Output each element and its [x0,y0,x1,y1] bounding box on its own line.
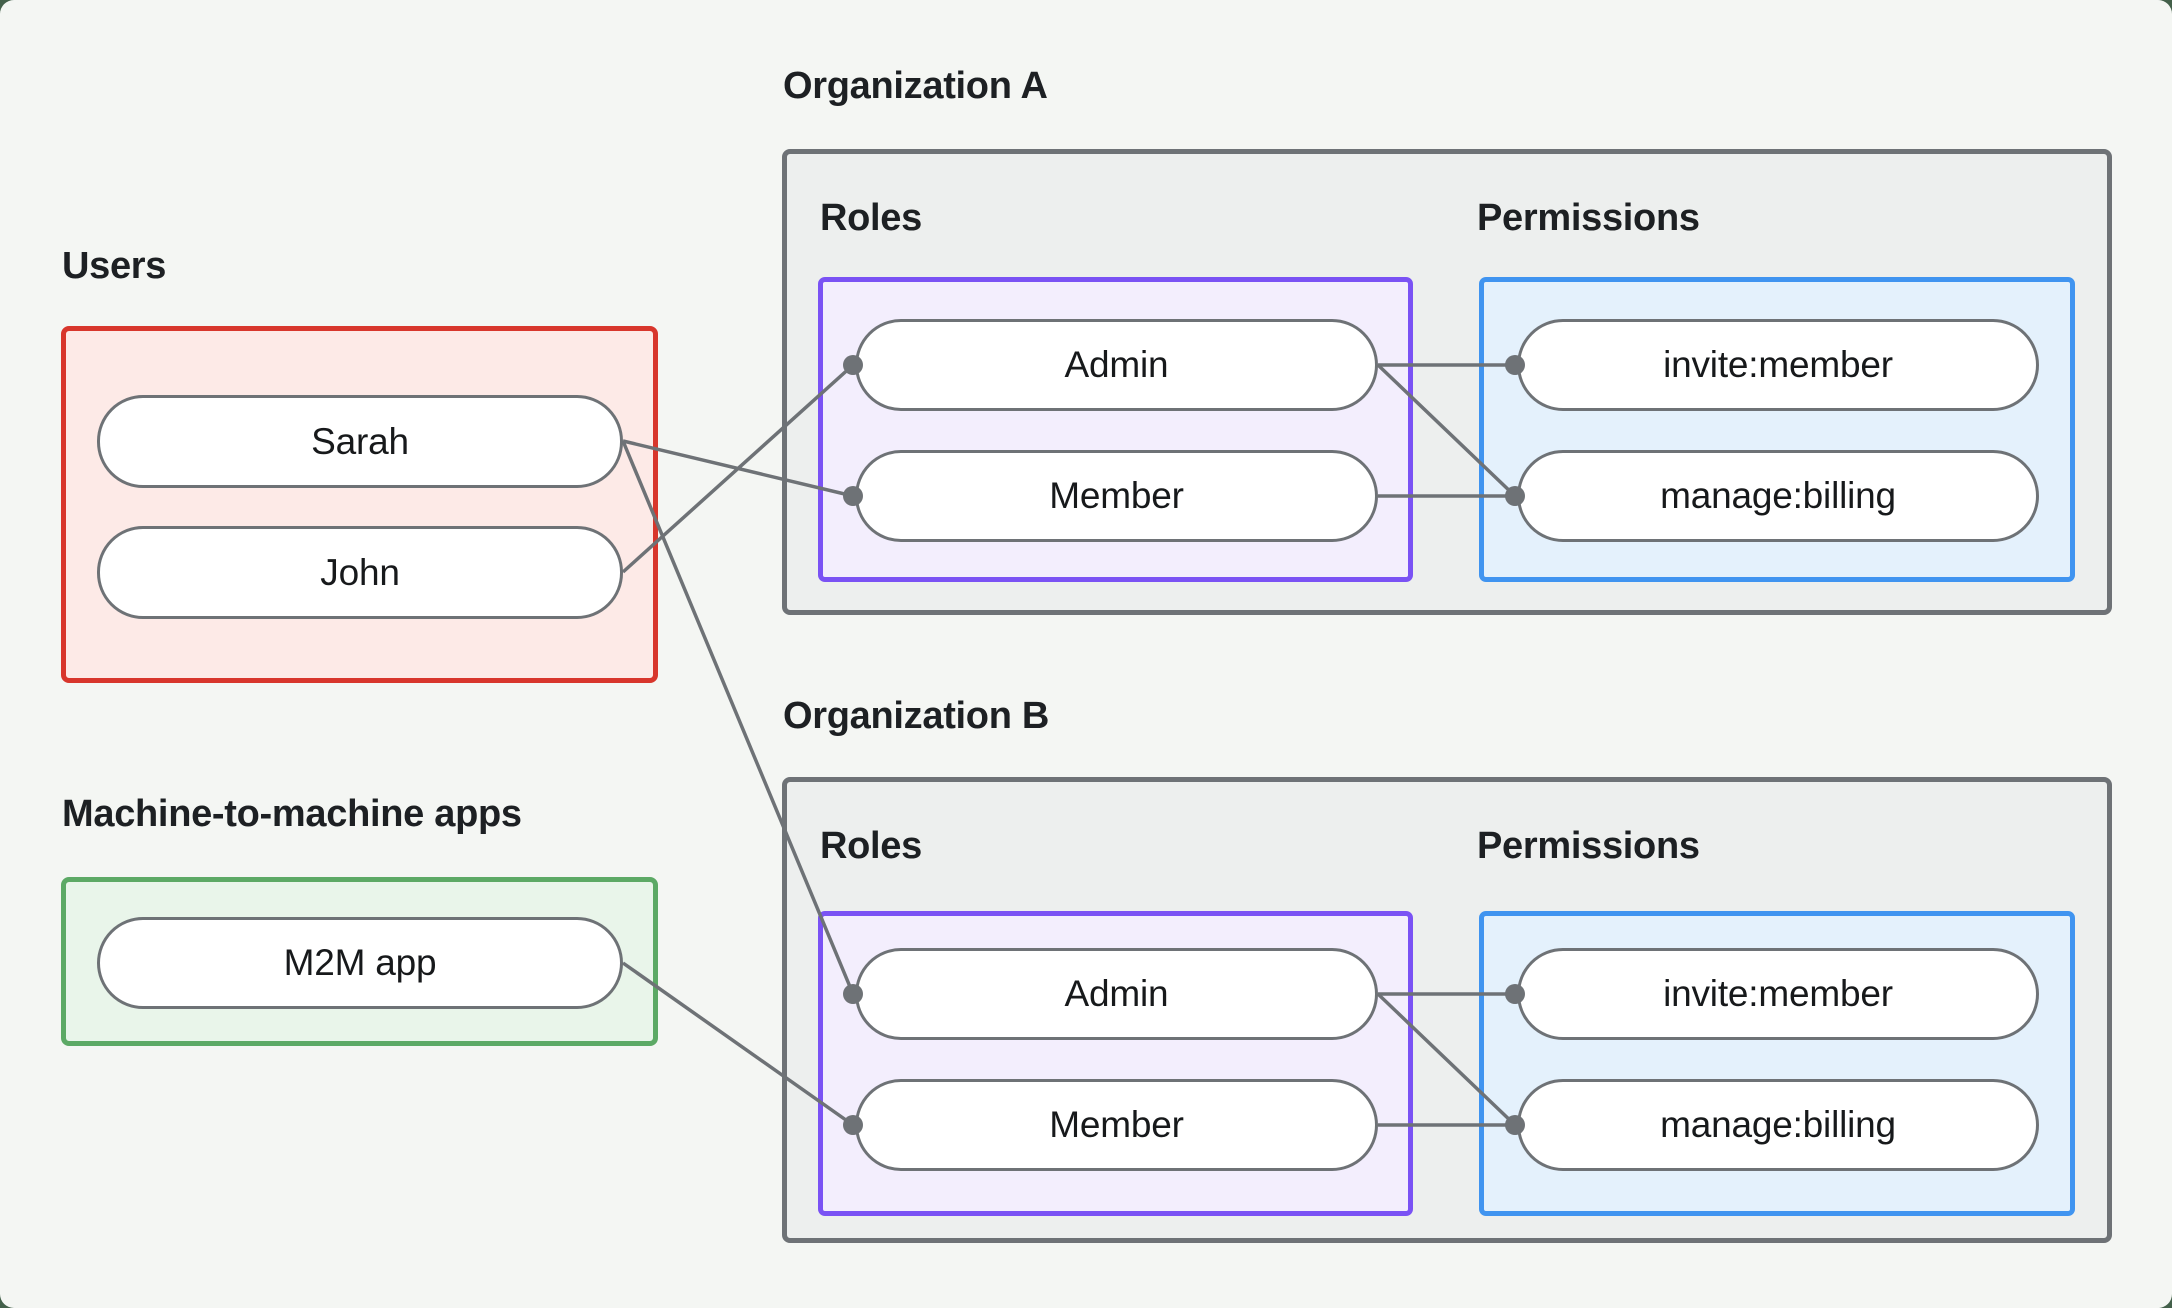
org-b-role-member-label: Member [1049,1104,1184,1145]
m2m-app-node-label: M2M app [283,942,437,983]
org-b-role-member: Member [855,1079,1378,1171]
org-b-roles-label: Roles [820,825,922,867]
org-a-permission-manage-billing: manage:billing [1517,450,2039,542]
org-b-permission-manage-billing-label: manage:billing [1660,1104,1896,1145]
user-node-john: John [97,526,623,619]
org-b-permission-invite-member-label: invite:member [1663,973,1893,1014]
m2m-group-label: Machine-to-machine apps [62,793,522,835]
org-a-permission-invite-member-label: invite:member [1663,344,1893,385]
org-a-permission-invite-member: invite:member [1517,319,2039,411]
org-a-permissions-label: Permissions [1477,197,1700,239]
org-b-role-admin-label: Admin [1064,973,1169,1014]
user-node-john-label: John [320,551,400,593]
org-b-permission-invite-member: invite:member [1517,948,2039,1040]
org-b-permission-manage-billing: manage:billing [1517,1079,2039,1171]
org-a-permission-manage-billing-label: manage:billing [1660,475,1896,516]
user-node-sarah: Sarah [97,395,623,488]
org-a-roles-label: Roles [820,197,922,239]
user-node-sarah-label: Sarah [311,420,409,462]
org-a-title: Organization A [783,65,1048,107]
org-b-role-admin: Admin [855,948,1378,1040]
m2m-app-node: M2M app [97,917,623,1009]
org-b-title: Organization B [783,695,1050,737]
org-a-role-admin: Admin [855,319,1378,411]
users-group-box [61,326,658,683]
org-b-permissions-label: Permissions [1477,825,1700,867]
users-group-label: Users [62,245,167,287]
org-a-role-admin-label: Admin [1064,344,1169,385]
org-a-role-member: Member [855,450,1378,542]
org-a-role-member-label: Member [1049,475,1184,516]
